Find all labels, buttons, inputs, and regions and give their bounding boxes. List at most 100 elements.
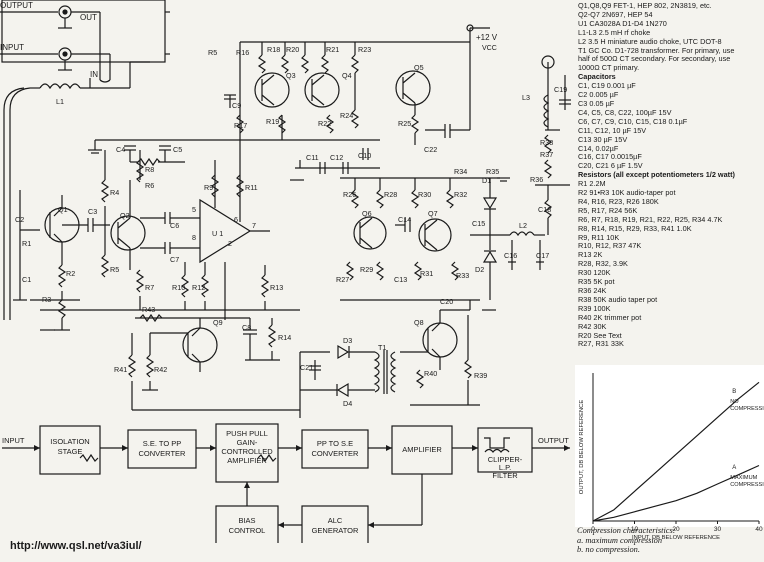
caption-line-1: Compression characteristics: bbox=[577, 526, 676, 535]
alc-line-2: GENERATOR bbox=[312, 526, 359, 535]
label-C2: C2 bbox=[15, 215, 24, 224]
label-Q8: Q8 bbox=[414, 318, 424, 327]
isolation-line-1: ISOLATION bbox=[50, 437, 89, 446]
vcc-subscript-label: VCC bbox=[482, 45, 497, 52]
parts-list-line: R42 30K bbox=[578, 322, 607, 331]
pushpull-line-2: GAIN- bbox=[237, 438, 258, 447]
label-C4: C4 bbox=[116, 145, 125, 154]
label-Q4: Q4 bbox=[342, 71, 352, 80]
se-to-pp-line-2: CONVERTER bbox=[139, 449, 187, 458]
parts-list-line: R20 See Text bbox=[578, 331, 622, 340]
chart-series-line-B bbox=[592, 381, 760, 522]
block-output-label: OUTPUT bbox=[538, 436, 569, 445]
label-C16: C16 bbox=[504, 251, 517, 260]
parts-list-line: U1 CA3028A D1-D4 1N270 bbox=[578, 19, 667, 28]
parts-list-line: L2 3.5 H miniature audio choke, UTC DOT-… bbox=[578, 37, 722, 46]
label-R38: R38 bbox=[540, 138, 553, 147]
caption-line-2: a. maximum compression bbox=[577, 535, 663, 545]
label-R10: R10 bbox=[172, 283, 185, 292]
clipper-line-3: FILTER bbox=[492, 471, 518, 480]
parts-list-line: Q1,Q8,Q9 FET-1, HEP 802, 2N3819, etc. bbox=[578, 2, 712, 10]
schematic-wiring bbox=[0, 0, 571, 418]
chart-y-axis-label: OUTPUT, DB BELOW REFERENCE bbox=[579, 400, 585, 495]
label-R39: R39 bbox=[474, 371, 487, 380]
parts-list-line: C11, C12, 10 µF 15V bbox=[578, 126, 647, 135]
label-Q2: Q2 bbox=[120, 211, 130, 220]
label-C5: C5 bbox=[173, 145, 182, 154]
label-R35: R35 bbox=[486, 167, 499, 176]
label-C7: C7 bbox=[170, 255, 179, 264]
out-contact-label: OUT bbox=[80, 13, 97, 22]
parts-list: Q1,Q8,Q9 FET-1, HEP 802, 2N3819, etc.Q2-… bbox=[578, 2, 762, 349]
parts-list-line: half of 500Ω CT secondary. For secondary… bbox=[578, 55, 731, 64]
chart-series-annotation-A: COMPRESSION bbox=[730, 482, 764, 488]
block-clipper-filter bbox=[477, 427, 533, 473]
label-R34: R34 bbox=[454, 167, 467, 176]
label-C11: C11 bbox=[306, 153, 319, 162]
label-R8: R8 bbox=[145, 165, 154, 174]
label-Q6: Q6 bbox=[362, 209, 372, 218]
parts-list-line: R35 5K pot bbox=[578, 278, 615, 287]
label-pin6: 6 bbox=[234, 215, 238, 224]
block-input-label: INPUT bbox=[2, 436, 25, 445]
label-U1: U 1 bbox=[212, 229, 223, 238]
label-R6: R6 bbox=[145, 181, 154, 190]
label-C20: C20 bbox=[440, 297, 453, 306]
pushpull-line-3: CONTROLLED bbox=[221, 447, 273, 456]
chart-x-tick-label: 20 bbox=[672, 526, 680, 533]
label-R4: R4 bbox=[110, 188, 119, 197]
parts-list-heading: Capacitors bbox=[578, 73, 616, 82]
label-R27: R27 bbox=[336, 275, 349, 284]
block-se-to-pp-converter bbox=[127, 429, 197, 469]
label-R11: R11 bbox=[245, 183, 258, 192]
label-Q3: Q3 bbox=[286, 71, 296, 80]
circuit-schematic: OUTPUT INPUT OUT IN +12 V VCC L1 L2 L3 T… bbox=[0, 0, 571, 418]
parts-list-line: C4, C5, C8, C22, 100µF 15V bbox=[578, 108, 672, 117]
label-R43: R43 bbox=[142, 305, 155, 314]
alc-line-1: ALC bbox=[328, 516, 343, 525]
label-R28: R28 bbox=[384, 190, 397, 199]
label-C15: C15 bbox=[472, 219, 485, 228]
clipper-line-2: L.P. bbox=[499, 463, 511, 472]
label-R9: R9 bbox=[204, 183, 213, 192]
chart-series-annotation-B: NO bbox=[730, 399, 739, 405]
label-R18: R18 bbox=[267, 45, 280, 54]
label-L3: L3 bbox=[522, 93, 530, 102]
terminal-labels: OUTPUT INPUT OUT IN +12 V VCC bbox=[0, 1, 498, 79]
label-C14: C14 bbox=[398, 215, 411, 224]
block-diagram-arrows bbox=[34, 445, 570, 528]
label-R17: R17 bbox=[234, 121, 247, 130]
caption-line-3: b. no compression. bbox=[577, 545, 640, 555]
chart-x-tick-label: 0 bbox=[591, 526, 595, 533]
parts-list-line: C16, C17 0.0015µF bbox=[578, 153, 642, 162]
label-D1: D1 bbox=[482, 176, 491, 185]
component-labels: L1 L2 L3 T1 U 1 Q1 Q2 Q3 Q4 Q5 Q6 Q7 Q8 … bbox=[15, 45, 567, 408]
chart-caption: Compression characteristics: a. maximum … bbox=[577, 526, 763, 555]
in-contact-label: IN bbox=[90, 70, 98, 79]
pp-to-se-line-2: CONVERTER bbox=[312, 449, 360, 458]
label-pin2: 2 bbox=[228, 239, 232, 248]
parts-list-line: R40 2K trimmer pot bbox=[578, 313, 642, 322]
amplifier-line-1: AMPLIFIER bbox=[402, 445, 442, 454]
label-R16: R16 bbox=[236, 48, 249, 57]
label-R30: R30 bbox=[418, 190, 431, 199]
vcc-supply-label: +12 V bbox=[476, 33, 498, 42]
label-R5-upper: R5 bbox=[208, 48, 217, 57]
pp-to-se-line-1: PP TO S.E bbox=[317, 439, 353, 448]
label-R13: R13 bbox=[270, 283, 283, 292]
label-pin8: 8 bbox=[192, 233, 196, 242]
label-C6: C6 bbox=[170, 221, 179, 230]
block-isolation-stage bbox=[39, 425, 101, 475]
label-R42: R42 bbox=[154, 365, 167, 374]
parts-list-line: L1-L3 2.5 mH rf choke bbox=[578, 28, 651, 37]
label-Q7: Q7 bbox=[428, 209, 438, 218]
block-diagram-labels: INPUT OUTPUT ISOLATION STAGE S.E. TO PP … bbox=[2, 429, 569, 535]
label-C18: C18 bbox=[538, 205, 551, 214]
chart-x-tick-label: 30 bbox=[714, 526, 722, 533]
label-C17: C17 bbox=[536, 251, 549, 260]
label-C8: C8 bbox=[242, 323, 251, 332]
parts-list-line: C1, C19 0.001 µF bbox=[578, 82, 636, 91]
ground-symbols bbox=[13, 129, 560, 406]
parts-list-line: C13 30 µF 15V bbox=[578, 135, 628, 144]
block-pp-to-se-converter bbox=[301, 429, 369, 469]
